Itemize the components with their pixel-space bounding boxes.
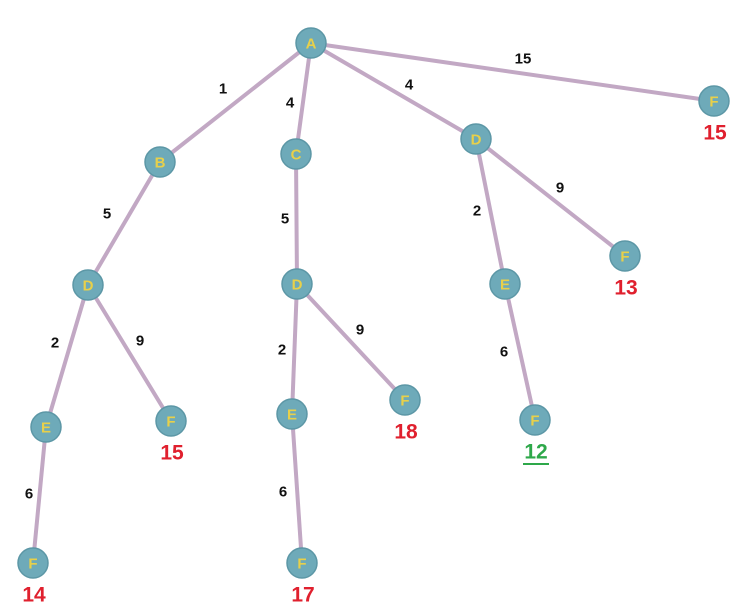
node-D1: D (460, 123, 492, 155)
edge-E3-F3 (503, 282, 537, 422)
path-totals-layer: 15 13 15 18 12 14 17 (22, 122, 727, 607)
node-circle (281, 268, 313, 300)
node-circle (389, 384, 421, 416)
path-total: 17 (291, 584, 314, 607)
node-circle (17, 547, 49, 579)
path-total: 13 (614, 277, 637, 300)
node-circle (295, 27, 327, 59)
node-label: F (28, 556, 37, 573)
edge-weight-label: 4 (405, 77, 414, 94)
edge-weight-label: 4 (286, 95, 295, 112)
edge-weight-label: 2 (278, 342, 286, 359)
node-circle (155, 405, 187, 437)
edge-weight-label: 15 (515, 51, 532, 68)
node-E2: E (30, 411, 62, 443)
node-circle (489, 268, 521, 300)
node-label: D (292, 277, 303, 294)
edge-D3-E4 (290, 282, 299, 416)
node-D2: D (72, 269, 104, 301)
best-path-total: 12 (524, 441, 547, 464)
node-circle (280, 138, 312, 170)
nodes-layer: A B C D F D D E F E F E F F F F (17, 27, 730, 579)
edge-A-D1 (309, 41, 478, 141)
node-C: C (280, 138, 312, 170)
edge-weight-label: 1 (219, 81, 227, 98)
node-label: F (530, 413, 539, 430)
edge-A-F1 (309, 41, 716, 103)
edge-weight-label: 6 (25, 486, 33, 503)
node-F5: F (17, 547, 49, 579)
node-circle (286, 547, 318, 579)
edge-weight-label: 9 (556, 180, 564, 197)
edge-weight-label: 2 (473, 203, 481, 220)
edge-weight-label: 6 (500, 344, 508, 361)
edge-weights-layer: 1 4 4 15 5 5 2 9 2 9 2 9 6 6 6 (25, 51, 564, 503)
path-total: 15 (703, 122, 727, 145)
edge-D1-E3 (474, 137, 507, 286)
edge-weight-label: 9 (136, 333, 144, 350)
node-circle (276, 398, 308, 430)
edge-weight-label: 6 (279, 484, 287, 501)
node-F2: F (155, 405, 187, 437)
edge-D1-F3b (474, 137, 627, 258)
node-circle (519, 404, 551, 436)
node-label: F (297, 556, 306, 573)
node-E4: E (276, 398, 308, 430)
edge-weight-label: 9 (356, 322, 364, 339)
node-label: A (306, 36, 317, 53)
node-F6: F (286, 547, 318, 579)
node-label: E (500, 277, 510, 294)
node-circle (144, 146, 176, 178)
node-B: B (144, 146, 176, 178)
node-label: F (166, 414, 175, 431)
node-label: F (400, 393, 409, 410)
node-label: E (41, 420, 51, 437)
node-label: F (620, 249, 629, 266)
edge-weight-label: 5 (281, 211, 289, 228)
node-F4b: F (389, 384, 421, 416)
path-total: 15 (160, 442, 184, 465)
node-D3: D (281, 268, 313, 300)
edge-weight-label: 5 (103, 206, 111, 223)
node-label: B (155, 155, 166, 172)
node-circle (72, 269, 104, 301)
edge-C-D3 (294, 152, 299, 286)
edge-B-D2 (86, 160, 162, 287)
node-label: D (471, 132, 482, 149)
node-circle (698, 85, 730, 117)
edges-layer (31, 41, 716, 565)
edge-A-C (294, 41, 313, 156)
path-total: 14 (22, 584, 46, 607)
node-label: E (287, 407, 297, 424)
edge-E2-F5 (31, 425, 48, 565)
node-A: A (295, 27, 327, 59)
node-circle (609, 240, 641, 272)
edge-D2-F2 (86, 283, 173, 423)
node-E3: E (489, 268, 521, 300)
node-circle (30, 411, 62, 443)
edge-D2-E2 (44, 283, 90, 429)
edge-E4-F6 (290, 412, 304, 565)
edge-D3-F4b (295, 282, 407, 402)
edge-A-B (158, 41, 313, 164)
node-label: C (291, 147, 302, 164)
path-total: 18 (394, 421, 418, 444)
node-label: D (83, 278, 94, 295)
node-circle (460, 123, 492, 155)
edge-weight-label: 2 (51, 335, 59, 352)
node-F3b: F (609, 240, 641, 272)
node-label: F (709, 94, 718, 111)
node-F3: F (519, 404, 551, 436)
node-F1: F (698, 85, 730, 117)
